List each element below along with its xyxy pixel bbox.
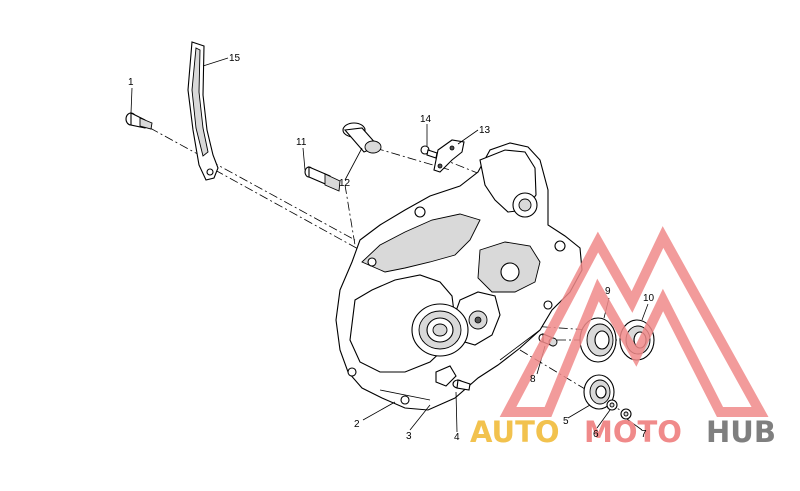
bearing-part-9	[579, 317, 617, 363]
bushing-part-12	[342, 122, 382, 154]
callout-3: 3	[406, 431, 412, 442]
callout-15: 15	[229, 53, 241, 64]
bracket-part-13	[433, 139, 465, 173]
callout-8: 8	[530, 374, 536, 385]
bearing-part-5	[583, 374, 615, 410]
callout-11: 11	[296, 137, 307, 148]
retainer-part-3	[435, 365, 457, 387]
callout-12: 12	[339, 178, 351, 189]
callout-labels: 1 2 3 4 5 6 7 8 9 10 11 12 13 14 15	[128, 53, 655, 443]
main-bearing-part-2	[411, 303, 469, 357]
screw-part-4	[452, 379, 471, 391]
watermark-text-auto: AUTO	[470, 415, 560, 449]
callout-6: 6	[593, 429, 599, 440]
screw-part-14	[420, 145, 438, 159]
callout-2: 2	[354, 419, 360, 430]
bolt-part-1	[125, 112, 153, 130]
stud-part-11	[304, 166, 341, 192]
watermark-text-hub: HUB	[706, 415, 776, 449]
watermark-text-moto: MOTO	[584, 415, 682, 449]
watermark-triangle-icon	[499, 226, 769, 417]
callout-9: 9	[605, 286, 611, 297]
callout-4: 4	[454, 432, 460, 443]
callout-13: 13	[479, 125, 491, 136]
chain-guide-part	[187, 41, 219, 181]
washer-part-6	[606, 399, 618, 411]
callout-7: 7	[641, 429, 647, 440]
callout-1: 1	[128, 77, 134, 88]
crankcase-half	[335, 142, 583, 411]
callout-10: 10	[643, 293, 655, 304]
nut-part-7	[620, 408, 632, 420]
automotohub-watermark	[499, 226, 769, 417]
callout-14: 14	[420, 114, 432, 125]
callout-5: 5	[563, 416, 569, 427]
